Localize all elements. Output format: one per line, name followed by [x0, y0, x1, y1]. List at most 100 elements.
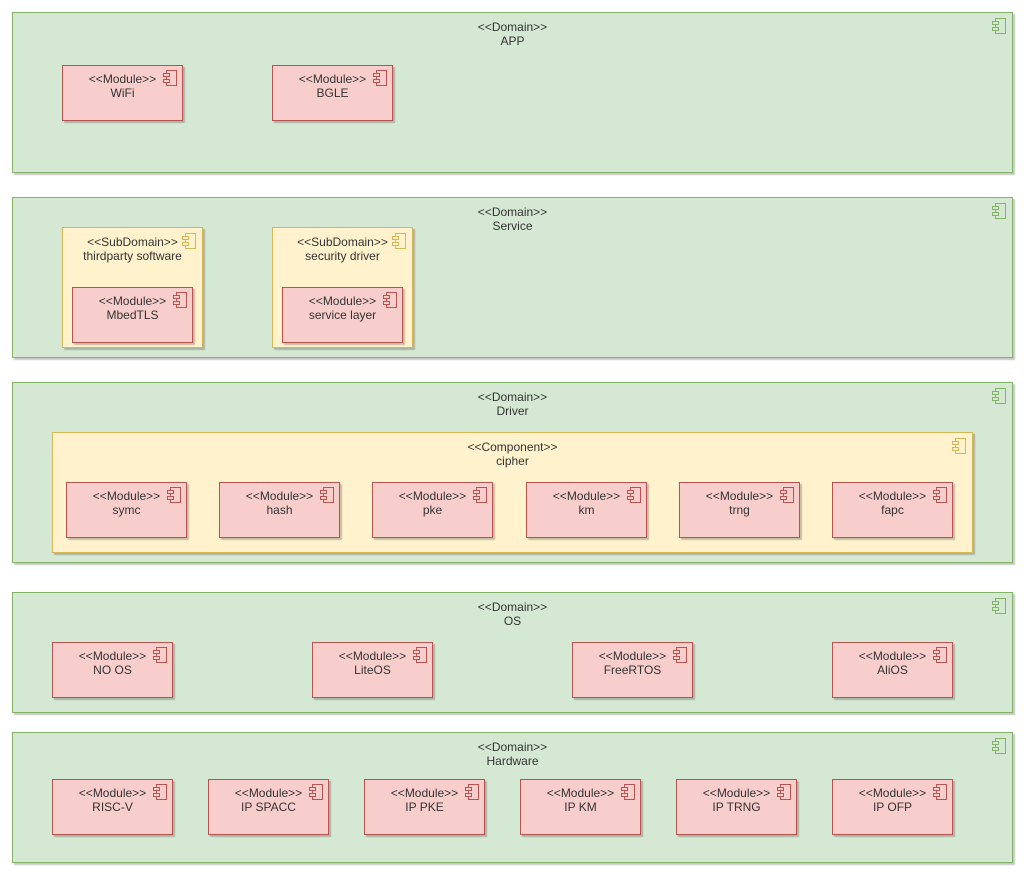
module-name: WiFi: [110, 86, 135, 100]
stereotype-label: <<Module>>: [234, 786, 303, 800]
module-name: hash: [266, 503, 293, 517]
module-symc[interactable]: <<Module>> symc: [66, 482, 187, 538]
component-icon: [992, 18, 1006, 34]
component-icon: [992, 738, 1006, 754]
component-icon: [777, 784, 791, 800]
stereotype-label: <<Module>>: [398, 489, 467, 503]
stereotype-label: <<Domain>>: [477, 20, 548, 34]
module-risc-v[interactable]: <<Module>> RISC-V: [52, 779, 173, 835]
stereotype-label: <<Domain>>: [477, 205, 548, 219]
component-icon: [373, 70, 387, 86]
module-freertos[interactable]: <<Module>> FreeRTOS: [572, 642, 693, 698]
module-title: <<Module>> BGLE: [273, 72, 392, 100]
component-icon: [780, 487, 794, 503]
module-no-os[interactable]: <<Module>> NO OS: [52, 642, 173, 698]
module-title: <<Module>> fapc: [833, 489, 952, 517]
module-title: <<Module>> IP OFP: [833, 786, 952, 814]
module-name: fapc: [881, 503, 904, 517]
stereotype-label: <<Module>>: [702, 786, 771, 800]
module-title: <<Module>> WiFi: [63, 72, 182, 100]
component-icon: [167, 487, 181, 503]
component-icon: [320, 487, 334, 503]
module-name: NO OS: [93, 663, 132, 677]
module-fapc[interactable]: <<Module>> fapc: [832, 482, 953, 538]
component-icon: [992, 598, 1006, 614]
module-title: <<Module>> FreeRTOS: [573, 649, 692, 677]
domain-name: OS: [503, 614, 522, 628]
module-bgle[interactable]: <<Module>> BGLE: [272, 65, 393, 121]
stereotype-label: <<Module>>: [858, 786, 927, 800]
stereotype-label: <<Module>>: [338, 649, 407, 663]
module-name: km: [578, 503, 595, 517]
module-name: IP TRNG: [712, 800, 761, 814]
module-title: <<Module>> trng: [680, 489, 799, 517]
module-ip-km[interactable]: <<Module>> IP KM: [520, 779, 641, 835]
component-icon: [933, 487, 947, 503]
component-icon: [413, 647, 427, 663]
module-title: <<Module>> km: [527, 489, 646, 517]
stereotype-label: <<Module>>: [598, 649, 667, 663]
stereotype-label: <<Domain>>: [477, 740, 548, 754]
stereotype-label: <<Domain>>: [477, 600, 548, 614]
module-name: IP PKE: [405, 800, 444, 814]
component-icon: [992, 388, 1006, 404]
component-icon: [153, 784, 167, 800]
module-name: FreeRTOS: [603, 663, 662, 677]
module-title: <<Module>> IP SPACC: [209, 786, 328, 814]
module-mbedtls[interactable]: <<Module>> MbedTLS: [72, 287, 193, 343]
module-alios[interactable]: <<Module>> AliOS: [832, 642, 953, 698]
component-icon: [465, 784, 479, 800]
domain-name: APP: [500, 34, 525, 48]
module-pke[interactable]: <<Module>> pke: [372, 482, 493, 538]
domain-name: Driver: [496, 404, 529, 418]
module-name: IP OFP: [872, 800, 913, 814]
stereotype-label: <<Module>>: [88, 72, 157, 86]
module-name: BGLE: [316, 86, 349, 100]
module-title: <<Module>> NO OS: [53, 649, 172, 677]
stereotype-label: <<Module>>: [98, 294, 167, 308]
module-wifi[interactable]: <<Module>> WiFi: [62, 65, 183, 121]
stereotype-label: <<Component>>: [467, 440, 558, 454]
stereotype-label: <<Module>>: [92, 489, 161, 503]
component-icon: [952, 438, 966, 454]
stereotype-label: <<Module>>: [245, 489, 314, 503]
stereotype-label: <<Module>>: [858, 489, 927, 503]
module-title: <<Module>> service layer: [283, 294, 402, 322]
domain-title: <<Domain>> Service: [13, 205, 1012, 233]
stereotype-label: <<Module>>: [308, 294, 377, 308]
module-title: <<Module>> IP TRNG: [677, 786, 796, 814]
module-title: <<Module>> hash: [220, 489, 339, 517]
component-icon: [933, 784, 947, 800]
module-title: <<Module>> IP PKE: [365, 786, 484, 814]
domain-title: <<Domain>> APP: [13, 20, 1012, 48]
module-name: RISC-V: [92, 800, 133, 814]
component-cipher[interactable]: <<Component>> cipher: [52, 432, 973, 553]
component-icon: [473, 487, 487, 503]
module-service-layer[interactable]: <<Module>> service layer: [282, 287, 403, 343]
module-hash[interactable]: <<Module>> hash: [219, 482, 340, 538]
module-name: trng: [729, 503, 750, 517]
module-name: symc: [112, 503, 141, 517]
subdomain-name: thirdparty software: [83, 249, 182, 263]
module-liteos[interactable]: <<Module>> LiteOS: [312, 642, 433, 698]
module-ip-trng[interactable]: <<Module>> IP TRNG: [676, 779, 797, 835]
component-title: <<Component>> cipher: [53, 440, 972, 468]
module-ip-ofp[interactable]: <<Module>> IP OFP: [832, 779, 953, 835]
component-icon: [673, 647, 687, 663]
module-name: service layer: [308, 308, 377, 322]
module-ip-pke[interactable]: <<Module>> IP PKE: [364, 779, 485, 835]
module-title: <<Module>> AliOS: [833, 649, 952, 677]
stereotype-label: <<Domain>>: [477, 390, 548, 404]
module-km[interactable]: <<Module>> km: [526, 482, 647, 538]
component-icon: [383, 292, 397, 308]
component-icon: [992, 203, 1006, 219]
module-title: <<Module>> symc: [67, 489, 186, 517]
module-trng[interactable]: <<Module>> trng: [679, 482, 800, 538]
domain-title: <<Domain>> Hardware: [13, 740, 1012, 768]
module-name: AliOS: [877, 663, 908, 677]
domain-name: Service: [492, 219, 533, 233]
module-title: <<Module>> LiteOS: [313, 649, 432, 677]
module-ip-spacc[interactable]: <<Module>> IP SPACC: [208, 779, 329, 835]
component-icon: [309, 784, 323, 800]
component-icon: [173, 292, 187, 308]
